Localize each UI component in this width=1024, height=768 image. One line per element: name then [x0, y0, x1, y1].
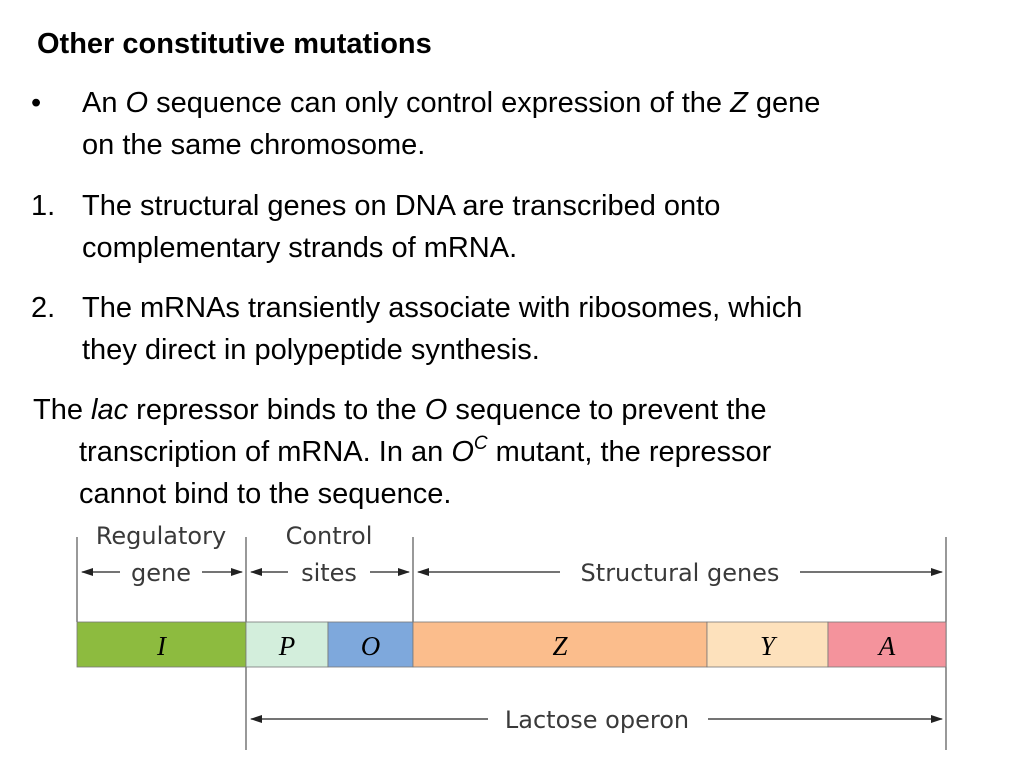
- numbered-item-text: The mRNAs transiently associate with rib…: [82, 287, 802, 371]
- gene-segment-z: [412, 621, 708, 668]
- gene-segment-o: [327, 621, 414, 668]
- lactose-operon-label: Lactose operon: [505, 706, 689, 734]
- bullet-text: An O sequence can only control expressio…: [82, 82, 820, 166]
- numbered-item-text: The structural genes on DNA are transcri…: [82, 185, 720, 269]
- gene-letter-i: I: [156, 631, 168, 661]
- gene-segment-p: [245, 621, 329, 668]
- control-sites-label: sites: [301, 559, 357, 587]
- text-line: they direct in polypeptide synthesis.: [82, 334, 540, 366]
- gene-letter-p: P: [278, 631, 296, 661]
- gene-letter-a: A: [877, 631, 896, 661]
- structural-genes-label: Structural genes: [581, 559, 780, 587]
- gene-segment-y: [706, 621, 829, 668]
- text-line: The lac repressor binds to the O sequenc…: [33, 394, 767, 426]
- number-marker: 1.: [31, 190, 56, 222]
- text-line: An O sequence can only control expressio…: [82, 87, 821, 119]
- text-line: The structural genes on DNA are transcri…: [82, 190, 721, 222]
- regulatory-label: Regulatory: [96, 522, 226, 550]
- gene-letter-y: Y: [760, 631, 778, 661]
- regulatory-gene-label: gene: [131, 559, 191, 587]
- text-line: transcription of mRNA. In an OC mutant, …: [79, 433, 772, 468]
- gene-letter-o: O: [361, 631, 381, 661]
- control-label: Control: [286, 522, 373, 550]
- slide-title: Other constitutive mutations: [37, 28, 432, 60]
- gene-segment-i: [76, 621, 247, 668]
- text-line: complementary strands of mRNA.: [82, 232, 518, 264]
- text-line: cannot bind to the sequence.: [79, 478, 452, 510]
- bullet-marker: •: [31, 87, 42, 119]
- text-line: The mRNAs transiently associate with rib…: [82, 292, 803, 324]
- number-marker: 2.: [31, 292, 56, 324]
- gene-letter-z: Z: [552, 631, 568, 661]
- gene-segment-a: [827, 621, 947, 668]
- closing-text: The lac repressor binds to the O sequenc…: [33, 389, 771, 515]
- text-line: on the same chromosome.: [82, 129, 426, 161]
